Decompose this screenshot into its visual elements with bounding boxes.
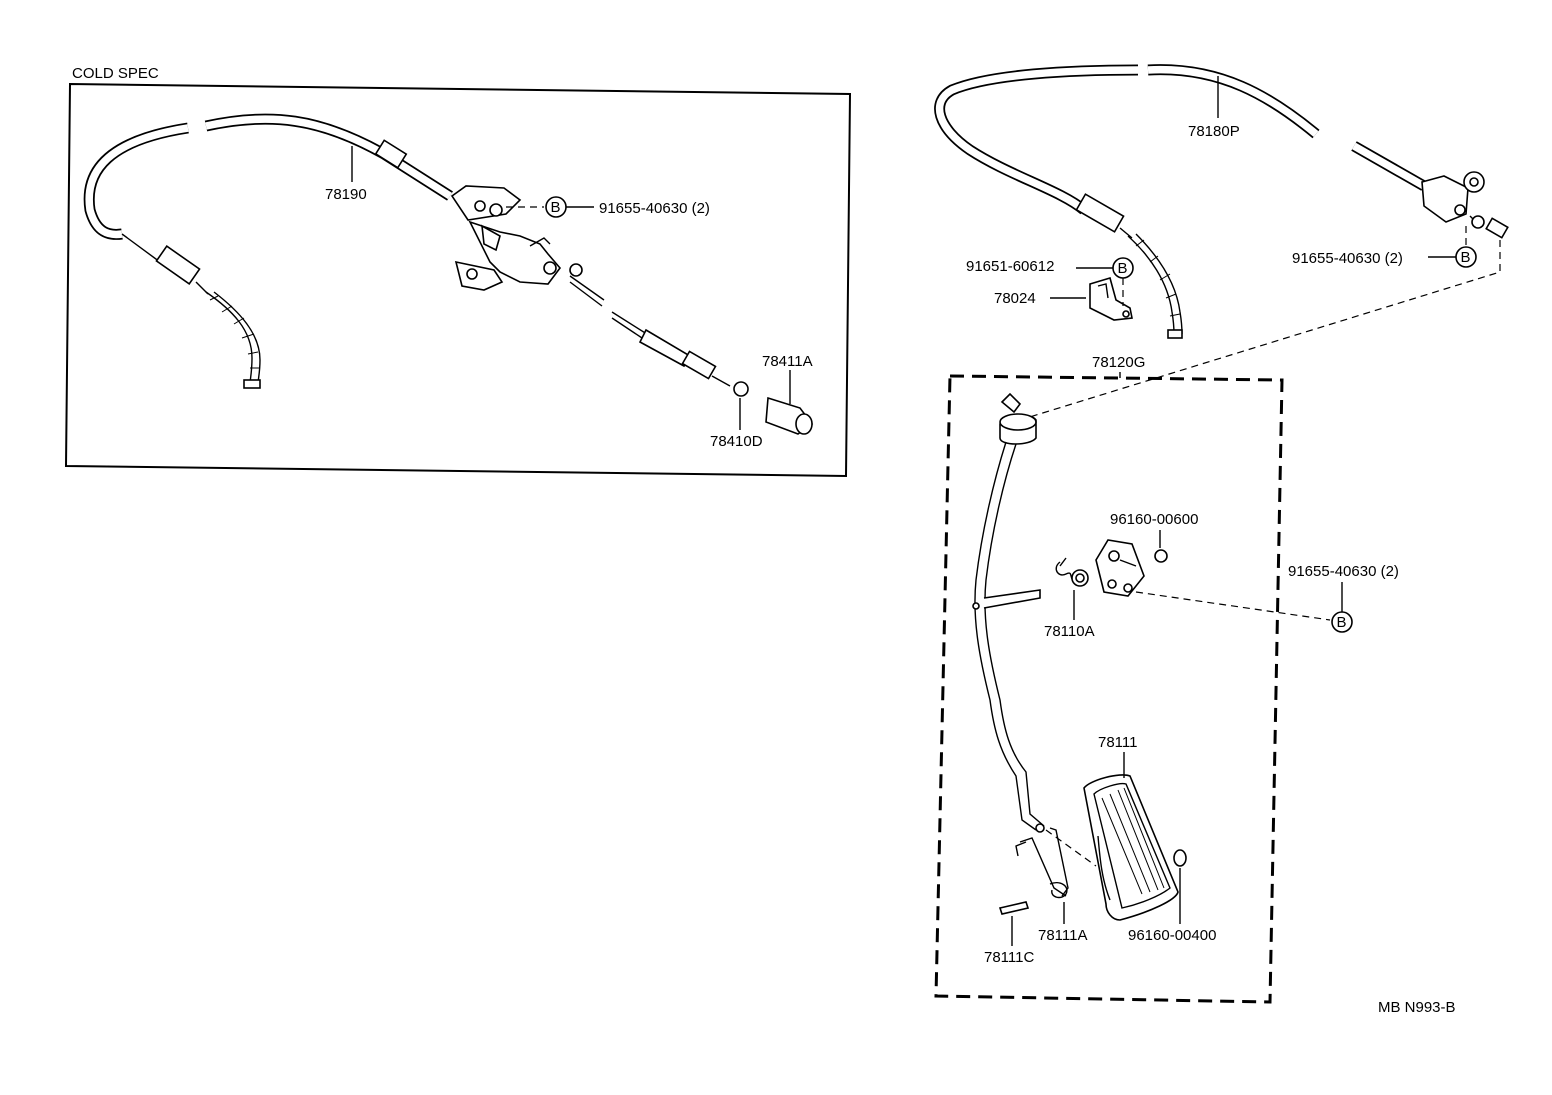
cold-spec-label: COLD SPEC xyxy=(72,65,159,82)
spring-top-label: 78110A xyxy=(1044,623,1095,640)
washer-bottom xyxy=(1173,849,1187,867)
washer-bottom-label: 96160-00400 xyxy=(1128,927,1216,944)
clip-label: 78024 xyxy=(994,290,1036,307)
main-bolt-label: 91655-40630 (2) xyxy=(1292,250,1403,267)
pedal-assembly-group: 78120G 78110A xyxy=(934,354,1399,1004)
main-cable xyxy=(934,64,1427,339)
spring-78111a xyxy=(1015,827,1069,899)
pedal-arm xyxy=(972,392,1045,833)
cold-cable-label: 78190 xyxy=(325,186,367,203)
cold-spec-group: COLD SPEC xyxy=(64,65,852,478)
cold-spec-frame xyxy=(64,82,852,478)
main-bolt-marker-text: B xyxy=(1461,249,1471,266)
drawing-code: MB N993-B xyxy=(1378,999,1456,1016)
cold-knob xyxy=(765,396,814,435)
pedal-assy-label: 78120G xyxy=(1092,354,1145,371)
bracket-bolt-dash xyxy=(1135,591,1331,621)
cold-cable xyxy=(83,113,453,389)
spring-78110a xyxy=(1055,557,1089,587)
main-cable-label: 78180P xyxy=(1188,123,1240,140)
pedal-pad xyxy=(1083,774,1179,921)
pedal-shaft xyxy=(983,589,1041,609)
cold-bracket xyxy=(450,185,583,291)
cold-bolt-label: 91655-40630 (2) xyxy=(599,200,710,217)
washer-top xyxy=(1154,549,1168,563)
cable-to-pedal-dash xyxy=(1019,240,1501,421)
cold-nut-label: 78410D xyxy=(710,433,763,450)
bracket-bolt-marker-text: B xyxy=(1337,614,1347,631)
clip-bolt-label: 91651-60612 xyxy=(966,258,1054,275)
spring-bottom-label: 78111A xyxy=(1038,927,1088,944)
clip-bolt-marker-text: B xyxy=(1118,260,1128,277)
washer-top-label: 96160-00600 xyxy=(1110,511,1198,528)
pin-78111c xyxy=(998,901,1030,915)
cold-bolt-marker-text: B xyxy=(551,199,561,216)
main-cable-group: B 91655-40630 (2) 78180P B 91651-60612 7… xyxy=(934,64,1509,421)
cold-knob-label: 78411A xyxy=(762,353,813,370)
cold-nut xyxy=(733,381,749,397)
pin-label: 78111C xyxy=(984,949,1034,966)
pad-label: 78111 xyxy=(1098,734,1138,751)
main-cable-end-fitting xyxy=(1421,171,1509,239)
clip-78024 xyxy=(1089,276,1133,321)
pedal-assy-frame xyxy=(934,374,1284,1004)
cold-control-rod xyxy=(569,275,731,387)
bracket-bolt-label: 91655-40630 (2) xyxy=(1288,563,1399,580)
pedal-bracket xyxy=(1095,539,1145,597)
